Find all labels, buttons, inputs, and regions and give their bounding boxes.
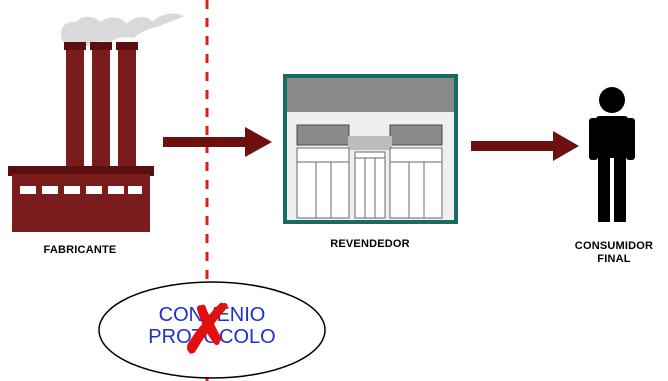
- store-icon: [283, 74, 458, 224]
- label-revendedor: REVENDEDOR: [330, 238, 410, 250]
- ellipse-shape: [98, 281, 326, 379]
- label-consumidor: CONSUMIDOR FINAL: [562, 240, 666, 266]
- x-mark-icon: ✗: [180, 292, 236, 366]
- label-fabricante: FABRICANTE: [43, 244, 117, 256]
- factory-icon: [8, 13, 185, 232]
- label-consumidor-line2: FINAL: [597, 253, 631, 265]
- person-icon: [589, 87, 635, 222]
- arrow-icon: [471, 131, 579, 161]
- arrow-icon: [163, 127, 272, 157]
- ellipse-text: CONVÊNIO PROTOCOLO: [112, 304, 312, 348]
- label-consumidor-line1: CONSUMIDOR: [574, 240, 654, 252]
- ellipse-line2: PROTOCOLO: [148, 326, 276, 348]
- ellipse-line1: CONVÊNIO: [158, 304, 266, 326]
